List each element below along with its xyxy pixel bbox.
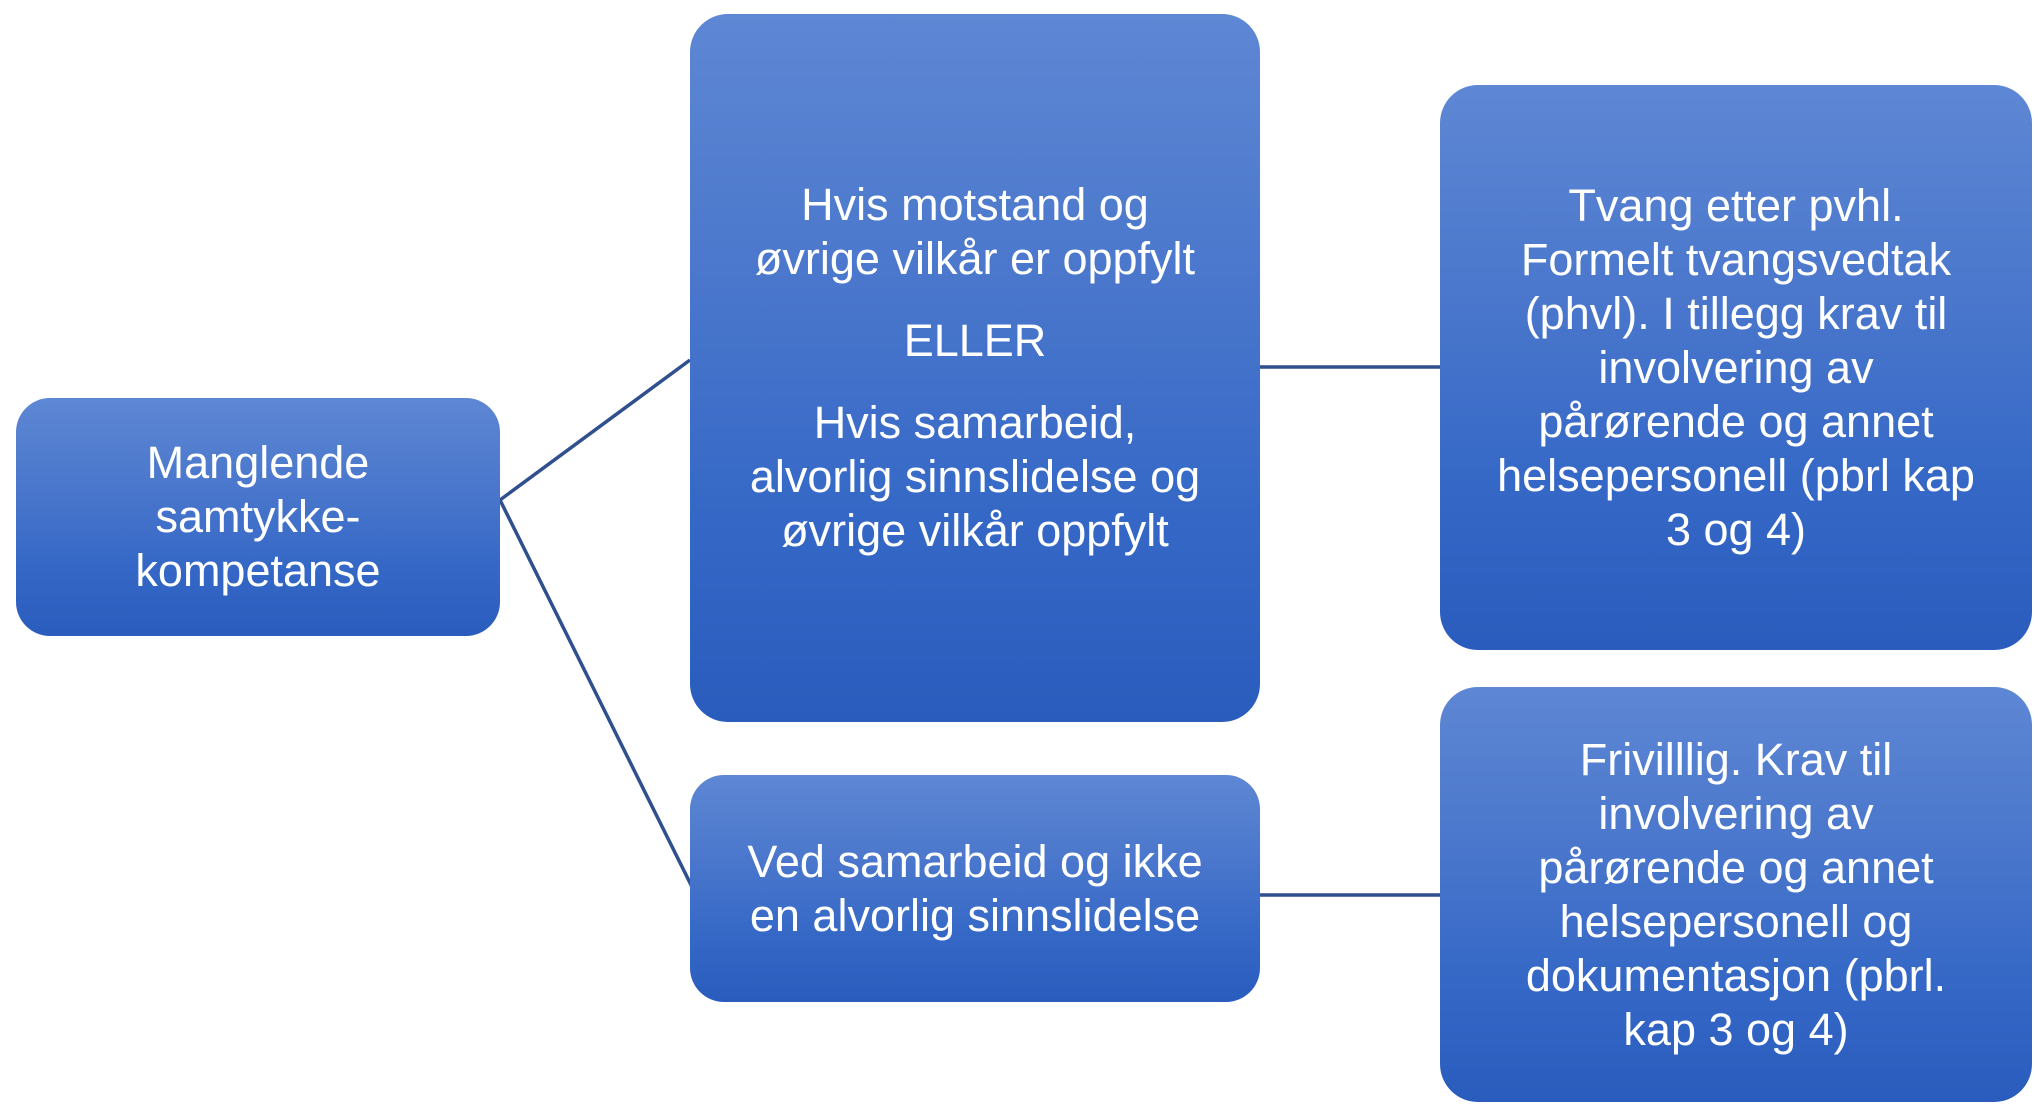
node-line: involvering av bbox=[1598, 341, 1874, 393]
node-line: Frivilllig. Krav til bbox=[1579, 733, 1893, 785]
connector-manglende-to-vilkar bbox=[498, 358, 692, 502]
connector-manglende-to-samarbeid bbox=[498, 499, 702, 904]
node-tvang-etter-pvhl[interactable]: Tvang etter pvhl. Formelt tvangsvedtak (… bbox=[1440, 85, 2032, 650]
node-line: Tvang etter pvhl. bbox=[1568, 179, 1904, 231]
node-line: en alvorlig sinnslidelse bbox=[749, 889, 1201, 941]
node-line: øvrige vilkår er oppfylt bbox=[754, 233, 1196, 285]
node-line: pårørende og annet bbox=[1538, 395, 1934, 447]
node-line: helsepersonell og bbox=[1559, 895, 1913, 947]
node-line: Formelt tvangsvedtak bbox=[1520, 233, 1952, 285]
node-frivillig[interactable]: Frivilllig. Krav til involvering av pårø… bbox=[1440, 687, 2032, 1102]
node-line: kompetanse bbox=[135, 545, 381, 596]
node-line: Manglende bbox=[146, 437, 370, 488]
node-ved-samarbeid[interactable]: Ved samarbeid og ikke en alvorlig sinnsl… bbox=[690, 775, 1260, 1002]
node-paragraph: Hvis motstand og øvrige vilkår er oppfyl… bbox=[755, 178, 1195, 286]
node-line: alvorlig sinnslidelse og bbox=[749, 450, 1201, 502]
node-line: samtykke- bbox=[155, 491, 361, 542]
node-line: kap 3 og 4) bbox=[1623, 1003, 1849, 1055]
node-line: involvering av bbox=[1598, 787, 1874, 839]
node-line: Ved samarbeid og ikke bbox=[747, 835, 1203, 887]
node-line: pårørende og annet bbox=[1538, 841, 1934, 893]
node-line-eller: ELLER bbox=[903, 315, 1047, 366]
node-manglende-samtykkekompetanse[interactable]: Manglende samtykke- kompetanse bbox=[16, 398, 500, 636]
node-line: Hvis motstand og bbox=[801, 179, 1149, 231]
node-line: (phvl). I tillegg krav til bbox=[1524, 287, 1948, 339]
node-line: øvrige vilkår oppfylt bbox=[781, 504, 1169, 556]
node-vilkar-betingelser[interactable]: Hvis motstand og øvrige vilkår er oppfyl… bbox=[690, 14, 1260, 722]
node-paragraph: Hvis samarbeid, alvorlig sinnslidelse og… bbox=[750, 396, 1200, 558]
node-paragraph: ELLER bbox=[904, 314, 1047, 368]
node-line: 3 og 4) bbox=[1665, 503, 1807, 555]
node-line: Hvis samarbeid, bbox=[813, 396, 1137, 448]
node-line: helsepersonell (pbrl kap bbox=[1497, 449, 1975, 501]
node-line: dokumentasjon (pbrl. bbox=[1525, 949, 1947, 1001]
